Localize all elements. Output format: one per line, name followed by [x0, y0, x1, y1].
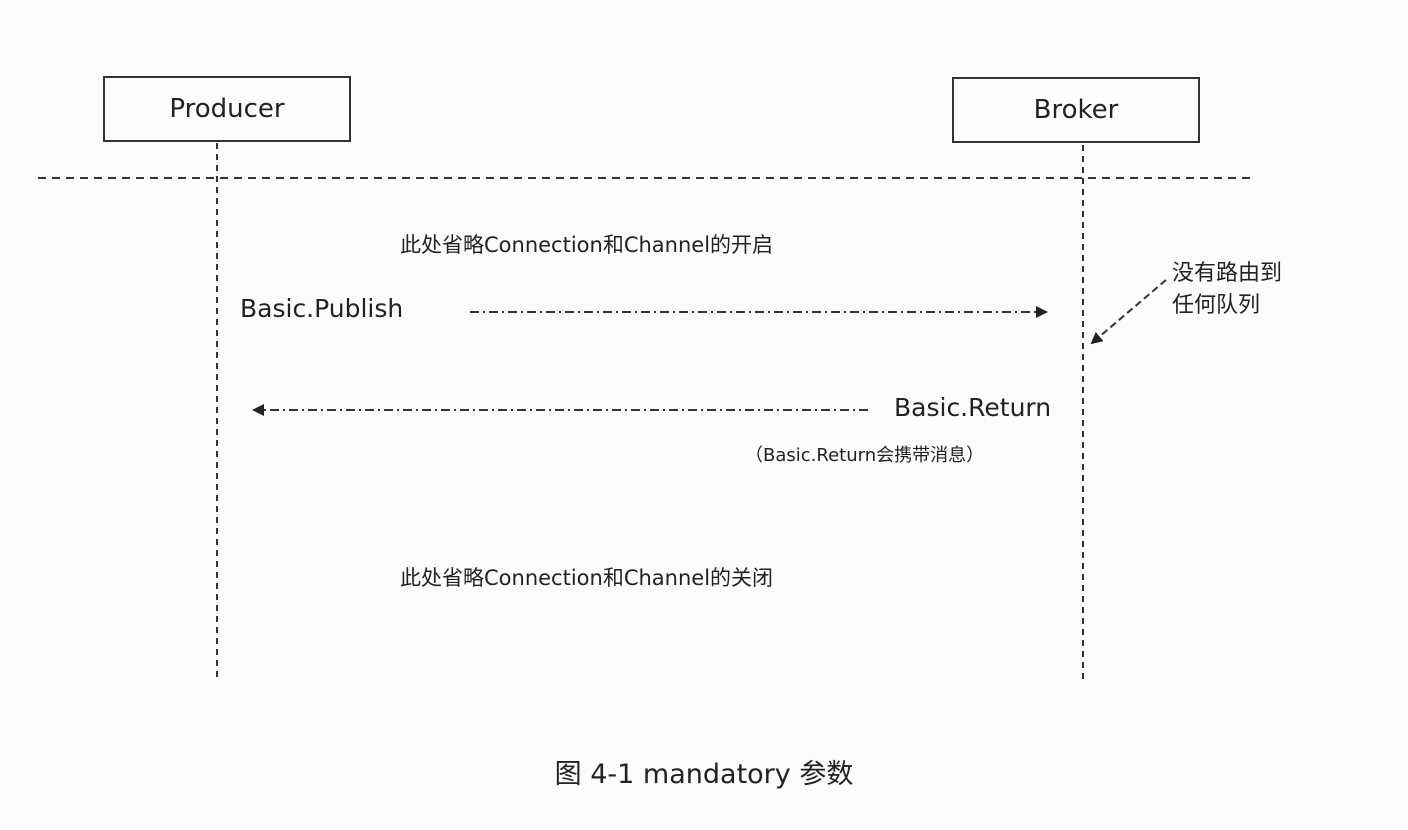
- close-note: 此处省略Connection和Channel的关闭: [400, 566, 774, 590]
- no-route-annotation-line1: 没有路由到: [1172, 261, 1283, 286]
- no-route-annotation: 没有路由到 任何队列: [1172, 258, 1282, 322]
- annotation-pointer-arrow: [1090, 279, 1167, 345]
- no-route-annotation-line2: 任何队列: [1172, 293, 1261, 318]
- broker-label: Broker: [1033, 95, 1119, 125]
- figure-caption: 图 4-1 mandatory 参数: [554, 759, 854, 790]
- producer-box: Producer: [103, 76, 351, 142]
- return-note: （Basic.Return会携带消息）: [745, 445, 985, 466]
- open-note: 此处省略Connection和Channel的开启: [400, 233, 774, 257]
- producer-label: Producer: [169, 94, 285, 124]
- return-label: Basic.Return: [894, 393, 1052, 422]
- publish-label: Basic.Publish: [240, 294, 404, 323]
- broker-box: Broker: [952, 77, 1200, 143]
